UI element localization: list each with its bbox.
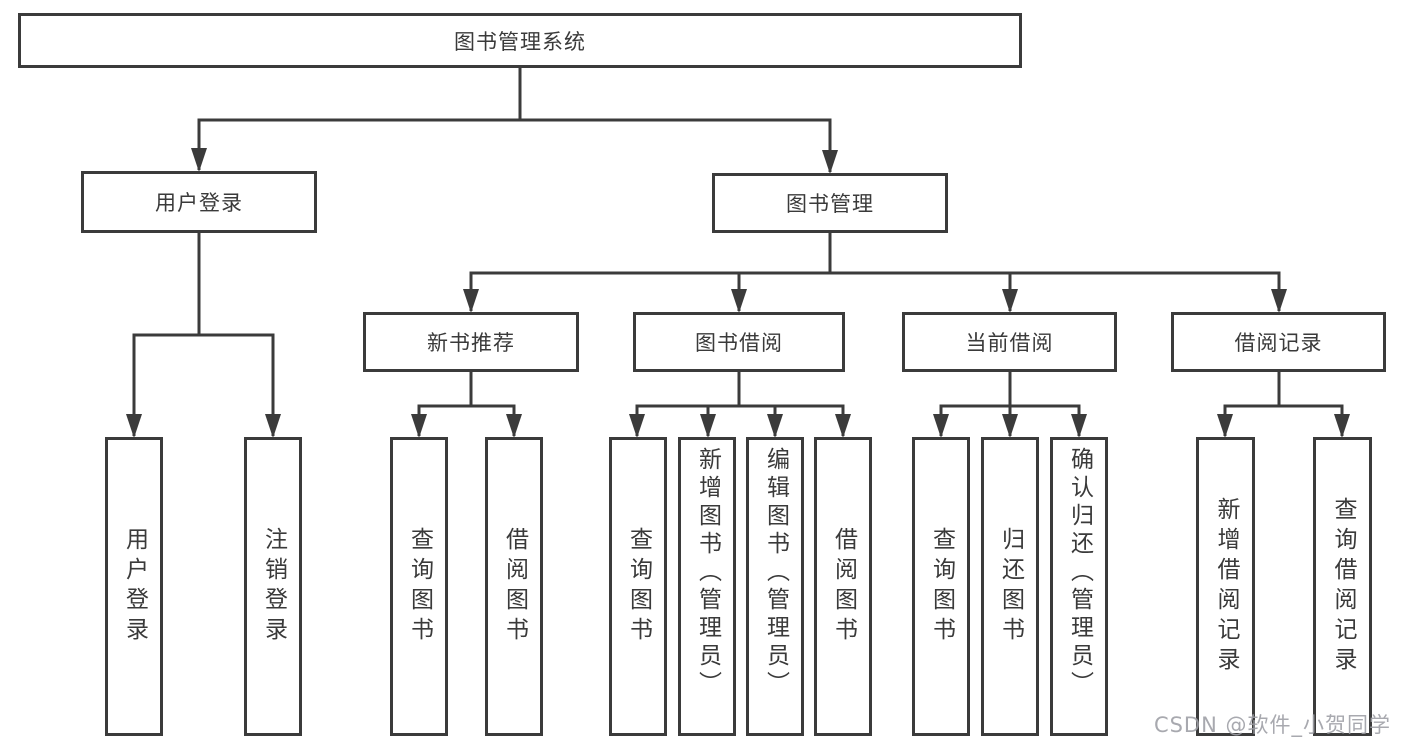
node-new-book-recommend-label: 新书推荐	[427, 331, 515, 355]
node-user-login: 用户登录	[81, 171, 317, 233]
leaf-borrow-books-1-label: 借阅图书	[501, 526, 528, 647]
leaf-add-books-admin: 新增图书（管理员）	[678, 437, 736, 736]
leaf-confirm-return-admin-label: 确认归还（管理员）	[1066, 447, 1093, 699]
leaf-user-login-label: 用户登录	[121, 526, 148, 647]
leaf-search-books-2: 查询图书	[609, 437, 667, 736]
node-library-system-label: 图书管理系统	[454, 29, 586, 54]
node-book-borrowing-label: 图书借阅	[695, 331, 783, 355]
leaf-logout: 注销登录	[244, 437, 302, 736]
node-library-system: 图书管理系统	[18, 13, 1022, 68]
leaf-return-books-label: 归还图书	[997, 526, 1024, 647]
leaf-edit-books-admin-label: 编辑图书（管理员）	[762, 447, 789, 699]
leaf-borrow-books-2-label: 借阅图书	[830, 526, 857, 647]
node-current-borrowing: 当前借阅	[902, 312, 1117, 372]
node-user-login-label: 用户登录	[155, 191, 243, 215]
leaf-borrow-books-2: 借阅图书	[814, 437, 872, 736]
leaf-add-borrow-record-label: 新增借阅记录	[1213, 496, 1239, 677]
leaf-return-books: 归还图书	[981, 437, 1039, 736]
leaf-add-books-admin-label: 新增图书（管理员）	[694, 447, 721, 699]
leaf-search-books-1-label: 查询图书	[406, 526, 433, 647]
node-current-borrowing-label: 当前借阅	[965, 331, 1054, 355]
leaf-search-borrow-record-label: 查询借阅记录	[1330, 496, 1356, 677]
leaf-logout-label: 注销登录	[260, 526, 287, 647]
leaf-search-books-1: 查询图书	[390, 437, 448, 736]
leaf-borrow-books-1: 借阅图书	[485, 437, 543, 736]
tree-edges	[132, 66, 1344, 408]
leaf-confirm-return-admin: 确认归还（管理员）	[1050, 437, 1108, 736]
node-book-management: 图书管理	[712, 173, 948, 233]
leaf-search-books-3-label: 查询图书	[928, 526, 955, 647]
leaf-search-borrow-record: 查询借阅记录	[1313, 437, 1372, 736]
node-borrowing-records-label: 借阅记录	[1234, 331, 1323, 355]
node-borrowing-records: 借阅记录	[1171, 312, 1386, 372]
leaf-user-login: 用户登录	[105, 437, 163, 736]
node-book-management-label: 图书管理	[786, 192, 874, 216]
leaf-search-books-2-label: 查询图书	[625, 526, 652, 647]
leaf-edit-books-admin: 编辑图书（管理员）	[746, 437, 804, 736]
csdn-watermark: CSDN @软件_小贺同学	[1153, 713, 1391, 737]
leaf-add-borrow-record: 新增借阅记录	[1196, 437, 1255, 736]
node-new-book-recommend: 新书推荐	[363, 312, 579, 372]
leaf-search-books-3: 查询图书	[912, 437, 970, 736]
tree-arrows	[126, 120, 1350, 438]
node-book-borrowing: 图书借阅	[633, 312, 845, 372]
